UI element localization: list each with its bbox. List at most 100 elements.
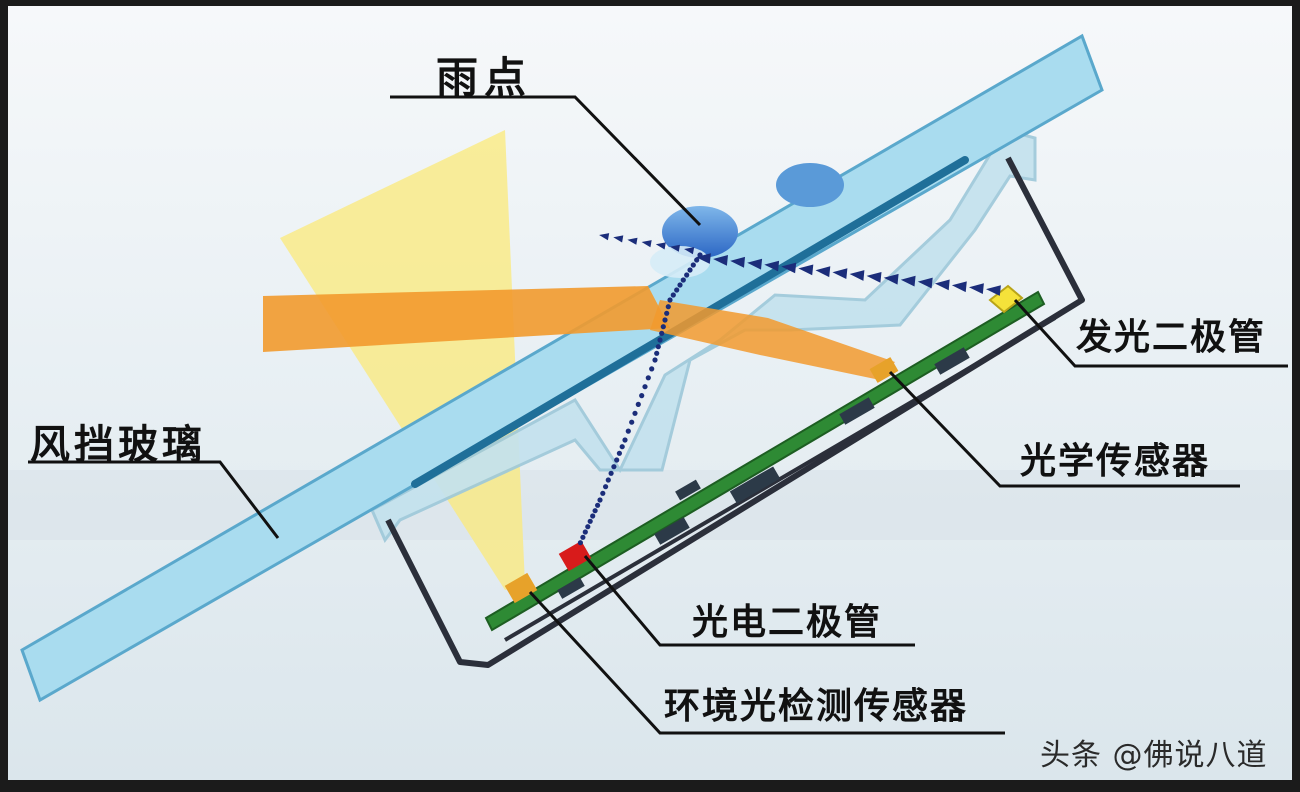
label-ambient-sensor: 环境光检测传感器: [664, 686, 969, 727]
ir-dot-mark: [649, 366, 655, 372]
ir-dot-mark: [670, 292, 676, 298]
ir-arrow-mark: [951, 281, 967, 293]
ir-arrow-mark: [900, 275, 916, 287]
led-chip: [988, 284, 1024, 314]
ir-dot-mark: [619, 444, 625, 450]
ir-arrow-mark: [866, 272, 882, 283]
ir-arrow-mark: [969, 283, 984, 294]
ir-dot-mark: [662, 317, 668, 323]
circuit-board: [484, 290, 1046, 632]
ir-arrow-mark: [730, 256, 745, 268]
ir-arrow-mark: [849, 270, 865, 281]
ir-dot-mark: [642, 384, 648, 390]
ir-dot-mark: [684, 272, 690, 278]
ir-dot-mark: [616, 450, 623, 456]
ir-dot-mark: [622, 437, 628, 443]
ir-dot-mark: [697, 252, 703, 258]
ir-dot-mark: [585, 524, 591, 530]
label-optical-sensor: 光学传感器: [1020, 441, 1211, 482]
ir-dot-mark: [674, 287, 680, 293]
ir-arrow-mark: [798, 264, 814, 276]
ir-dot-mark: [600, 490, 606, 496]
ir-arrow-mark: [986, 285, 1001, 296]
ir-arrow-mark: [934, 279, 950, 291]
ir-arrow-mark: [883, 273, 899, 285]
leader-windshield: [28, 460, 280, 539]
ir-dot-mark: [639, 393, 645, 399]
ir-arrow-mark: [684, 247, 695, 255]
ir-dot-mark: [608, 470, 614, 476]
reflected-beam: [577, 252, 703, 546]
ir-dot-mark: [625, 428, 631, 434]
ir-dot-mark: [605, 477, 611, 483]
watermark: 头条 @佛说八道: [1040, 738, 1268, 773]
ir-dot-mark: [582, 529, 588, 535]
pcb-chip-6: [557, 577, 585, 599]
mounting-bracket: [385, 156, 1085, 668]
pcb-chip-3: [654, 517, 690, 545]
ir-dot-mark: [665, 304, 671, 310]
ir-dot-mark: [614, 457, 620, 463]
ir-dot-mark: [587, 518, 593, 524]
leader-optical: [888, 370, 1240, 488]
ir-dot-mark: [611, 464, 617, 470]
optical-sensor-chip: [869, 357, 899, 383]
ir-dot-mark: [595, 502, 601, 508]
leader-photodiode: [583, 555, 915, 647]
pcb-chip-5: [675, 479, 701, 501]
ir-dot-mark: [687, 267, 693, 273]
ir-dot-mark: [629, 419, 635, 425]
raindrop-small: [776, 163, 844, 207]
ir-dot-mark: [660, 324, 666, 330]
pcb-chip-1: [839, 397, 875, 425]
ambient-sensor-chip: [504, 572, 538, 604]
ir-dot-mark: [597, 497, 603, 503]
ir-arrow-mark: [613, 235, 624, 243]
ir-arrow-mark: [781, 262, 797, 274]
ir-arrow-mark: [641, 240, 652, 248]
bracket-inner: [503, 316, 1057, 642]
label-raindrop: 雨点: [436, 53, 533, 102]
label-led: 发光二极管: [1076, 317, 1267, 358]
ir-arrow-mark: [764, 260, 780, 272]
ir-arrow-mark: [669, 244, 680, 252]
ir-arrow-mark: [917, 277, 933, 289]
ir-dot-mark: [677, 282, 683, 288]
ir-dot-mark: [652, 357, 658, 363]
ir-dot-mark: [592, 508, 598, 514]
ir-arrow-mark: [627, 237, 638, 245]
ir-dot-mark: [577, 540, 584, 546]
ir-arrow-mark: [696, 253, 711, 264]
leader-raindrop: [390, 95, 702, 227]
ir-dot-mark: [603, 484, 609, 490]
sensor-housing: [370, 128, 1037, 543]
ir-dot-mark: [655, 344, 661, 350]
ir-arrow-mark: [815, 266, 831, 278]
ir-dot-mark: [664, 310, 670, 316]
label-photodiode: 光电二极管: [692, 602, 883, 643]
ir-dot-mark: [635, 401, 641, 407]
ir-dot-mark: [645, 375, 651, 381]
label-windshield: 风挡玻璃: [30, 422, 206, 468]
refracted-light-beam: [650, 300, 895, 380]
ir-dot-mark: [667, 297, 673, 303]
pcb-chip-4: [934, 347, 970, 375]
infrared-beam: [599, 233, 1001, 296]
ir-arrow-mark: [655, 242, 666, 250]
raindrop-main: [662, 206, 738, 258]
raindrop-base: [650, 246, 710, 278]
pcb-chip-2: [729, 466, 781, 504]
photodiode-chip: [558, 540, 592, 572]
ir-dot-mark: [632, 410, 638, 416]
ir-arrow-mark: [747, 258, 763, 270]
ir-dot-mark: [680, 277, 686, 283]
ir-dot-mark: [657, 337, 663, 343]
ir-dot-mark: [580, 534, 586, 540]
ir-arrow-mark: [832, 268, 848, 279]
ir-arrow-mark: [713, 255, 728, 266]
ir-arrow-mark: [599, 233, 610, 241]
leader-led: [1013, 298, 1288, 368]
leader-ambient: [528, 590, 1005, 735]
background-panel: [8, 6, 1292, 780]
